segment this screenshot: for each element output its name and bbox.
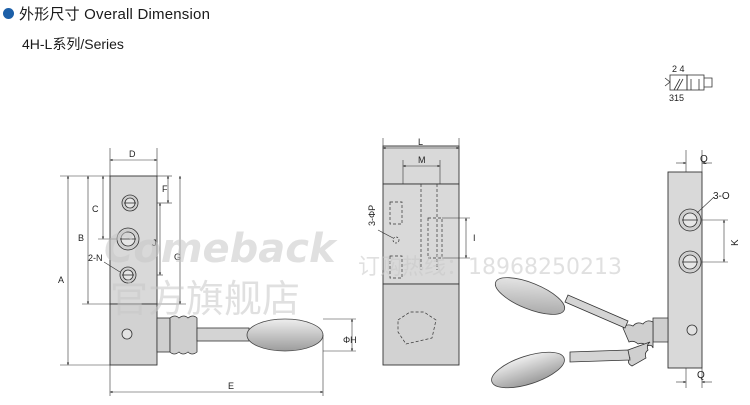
symbol-bottom-ports: 315 xyxy=(669,93,684,103)
dim-label-e: E xyxy=(228,381,234,391)
watermark-brand: Comeback xyxy=(104,226,338,272)
dim-label-q-top: Q xyxy=(700,154,708,165)
left-valve-base xyxy=(109,303,158,366)
dim-label-q-bottom: Q xyxy=(697,370,705,381)
section-title: 外形尺寸 Overall Dimension xyxy=(19,5,211,23)
dim-label-g: G xyxy=(174,252,181,262)
dim-label-b: B xyxy=(78,233,84,243)
dim-label-h: ΦH xyxy=(343,335,357,345)
dim-label-j: J xyxy=(152,238,157,248)
dim-label-o: 3-O xyxy=(713,191,730,202)
dim-label-m: M xyxy=(418,155,426,165)
dim-label-i: I xyxy=(473,233,476,243)
right-lower-handle xyxy=(491,341,651,389)
bullet-icon xyxy=(3,7,14,19)
middle-view: L M I 3-ΦP xyxy=(367,137,476,366)
watermark-store: 官方旗舰店 xyxy=(110,277,300,321)
right-upper-handle xyxy=(494,277,669,349)
watermark-phone: 订购热线：18968250213 xyxy=(358,255,622,280)
series-label: 4H-L系列/Series xyxy=(22,36,124,52)
dim-label-n: 2-N xyxy=(88,253,103,263)
right-view: Q 3-O K Q xyxy=(491,150,741,389)
dim-label-c: C xyxy=(92,204,99,214)
valve-symbol: 2 4 315 xyxy=(664,64,713,103)
symbol-top-ports: 2 4 xyxy=(672,64,685,74)
dim-label-p: 3-ΦP xyxy=(367,205,377,226)
left-handle xyxy=(246,318,324,352)
section-header: 外形尺寸 Overall Dimension xyxy=(0,0,210,26)
left-bellows xyxy=(156,315,250,355)
dim-label-f: F xyxy=(162,184,168,194)
left-view: D A B C F J G E ΦH 2-N xyxy=(58,148,357,396)
watermark: Comeback 官方旗舰店 订购热线：18968250213 xyxy=(104,226,622,321)
dim-label-l: L xyxy=(418,137,423,147)
dim-label-a: A xyxy=(58,275,64,285)
dim-label-k: K xyxy=(730,239,741,246)
dim-label-d: D xyxy=(129,149,136,159)
